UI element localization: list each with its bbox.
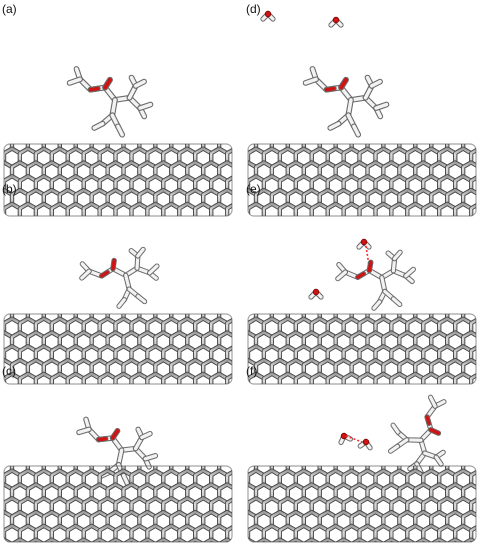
water-d-1	[260, 10, 276, 22]
nanotube-a	[3, 143, 233, 217]
panel-c: (c)	[0, 362, 238, 543]
panel-d-label: (d)	[246, 2, 261, 16]
nanotube-e	[247, 313, 477, 385]
panel-e-figure	[247, 238, 477, 385]
nanotube-c	[3, 465, 233, 543]
panel-b-label: (b)	[2, 182, 17, 196]
molecule-d	[302, 66, 390, 138]
water-e-2	[308, 288, 324, 300]
panel-f-label: (f)	[246, 364, 258, 378]
molecule-f	[387, 394, 447, 476]
molecule-a	[66, 66, 154, 138]
panel-e-label: (e)	[246, 182, 261, 196]
molecule-b	[79, 246, 160, 309]
water-e-1	[356, 238, 372, 250]
nanotube-f	[247, 465, 477, 543]
hydrogen-bond-f	[345, 435, 363, 443]
nanotube-d	[247, 143, 477, 217]
molecule-e	[335, 249, 416, 311]
water-f-1	[338, 432, 354, 446]
panel-c-label: (c)	[2, 364, 16, 378]
panel-d: (d)	[244, 0, 482, 217]
water-f-2	[357, 438, 373, 451]
water-d-2	[328, 16, 344, 28]
panel-b: (b)	[0, 180, 238, 385]
panel-f-figure	[247, 394, 477, 543]
panel-c-figure	[3, 416, 233, 543]
panel-a: (a)	[0, 0, 238, 217]
panel-a-figure	[3, 66, 233, 217]
panel-d-figure	[247, 10, 477, 217]
panel-f: (f)	[244, 362, 482, 543]
panel-b-figure	[3, 246, 233, 385]
panel-e: (e)	[244, 180, 482, 385]
nanotube-b	[3, 313, 233, 385]
panel-a-label: (a)	[2, 2, 17, 16]
